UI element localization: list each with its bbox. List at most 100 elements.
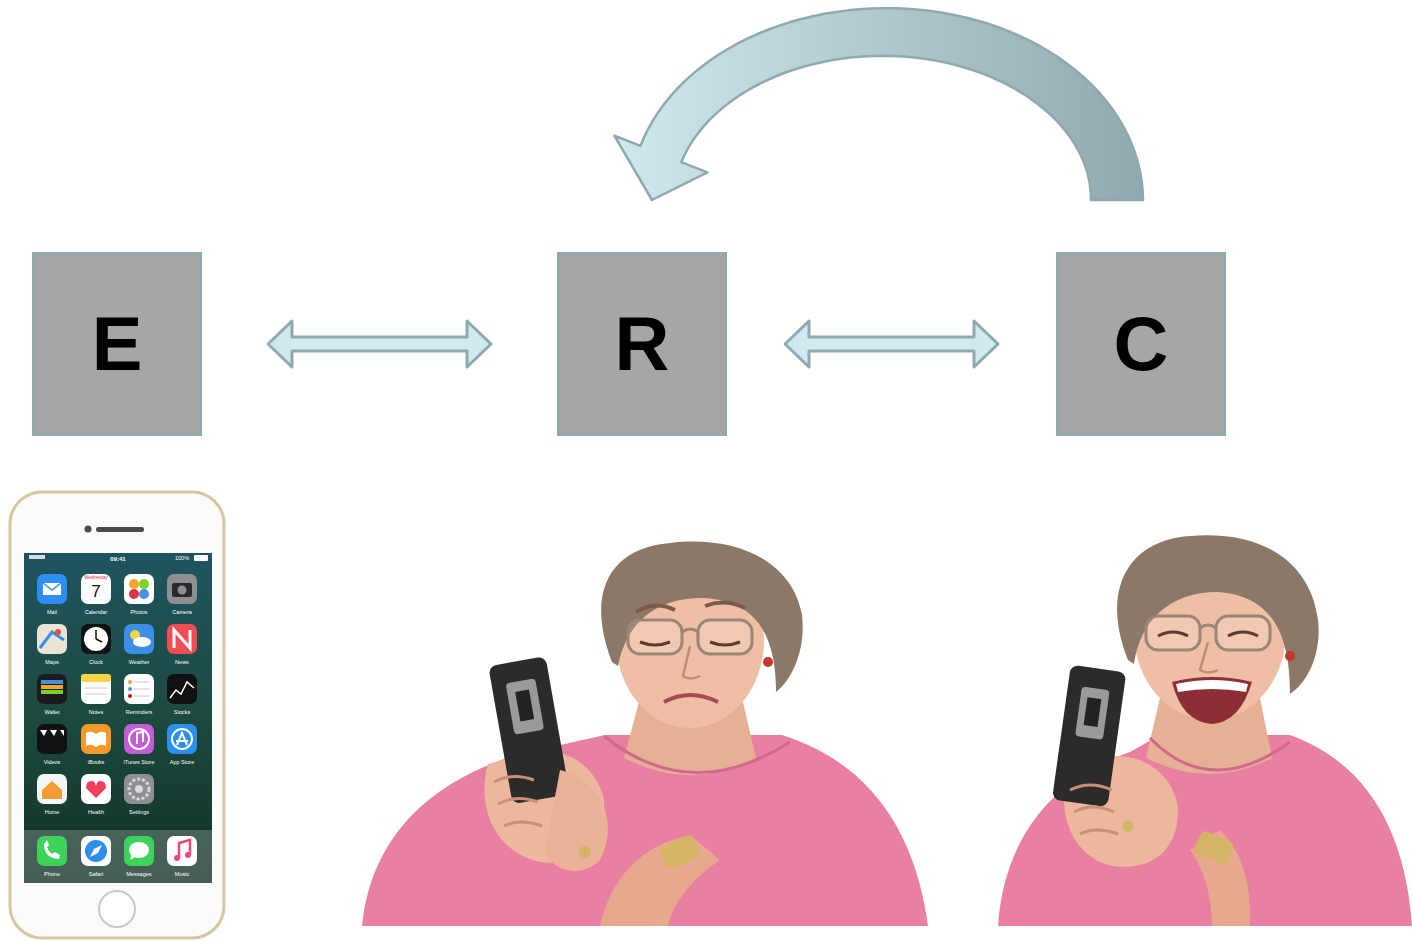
worried-woman-photo-part bbox=[601, 542, 803, 692]
app-icons-part bbox=[129, 779, 149, 799]
app-icons-part bbox=[37, 574, 67, 604]
letter-box: R bbox=[557, 252, 727, 436]
screen-label: Maps bbox=[45, 660, 58, 666]
worried-woman-photo-part bbox=[698, 620, 752, 654]
worried-woman-photo-part-part bbox=[515, 690, 534, 722]
app-icons-part bbox=[81, 624, 111, 654]
app-icons-part bbox=[176, 733, 188, 745]
app-icons-part bbox=[170, 682, 194, 698]
app-icons bbox=[37, 574, 197, 866]
double-arrow bbox=[268, 321, 491, 367]
smartphone-part bbox=[24, 830, 212, 883]
worried-woman-photo-part bbox=[545, 770, 608, 871]
smartphone-part bbox=[29, 555, 45, 559]
app-icons-part bbox=[42, 781, 62, 799]
screen-label: 09:41 bbox=[110, 556, 125, 562]
double-arrow bbox=[785, 321, 998, 367]
app-icons-part bbox=[135, 785, 143, 793]
laughing-woman-photo-part bbox=[1200, 625, 1216, 628]
screen-label: 7 bbox=[91, 583, 100, 600]
laughing-woman-photo-part bbox=[1122, 820, 1134, 832]
app-icons-part bbox=[174, 855, 180, 861]
laughing-woman-photo bbox=[998, 535, 1412, 926]
app-icons-part bbox=[124, 836, 154, 866]
laughing-woman-photo-part bbox=[1176, 680, 1248, 692]
app-icons-part bbox=[81, 774, 111, 804]
smartphone-part bbox=[10, 492, 224, 938]
app-icons-part bbox=[81, 836, 111, 866]
app-icons-part bbox=[172, 729, 192, 749]
screen-label: Music bbox=[175, 872, 189, 878]
app-icons-part bbox=[41, 685, 63, 689]
laughing-woman-photo-part bbox=[1117, 535, 1318, 694]
app-icons-part bbox=[55, 629, 61, 635]
laughing-woman-photo-part bbox=[1150, 738, 1290, 770]
app-icons-part bbox=[139, 579, 149, 589]
curved-arrow bbox=[614, 8, 1143, 200]
app-icons-part bbox=[137, 732, 143, 744]
worried-woman-photo-part bbox=[604, 736, 790, 773]
app-icons-part bbox=[133, 637, 151, 647]
laughing-woman-photo-part bbox=[1200, 642, 1218, 673]
app-icons-part bbox=[167, 624, 197, 654]
letter-box: E bbox=[32, 252, 202, 436]
app-icons-part bbox=[81, 574, 111, 604]
app-icons-part bbox=[43, 583, 61, 595]
worried-woman-photo bbox=[362, 542, 928, 926]
smartphone-part bbox=[96, 527, 144, 532]
app-icons-part bbox=[124, 674, 154, 704]
letter-box: C bbox=[1056, 252, 1226, 436]
app-icons-part bbox=[167, 836, 197, 866]
screen-label: Messages bbox=[126, 872, 151, 878]
app-icons-part bbox=[185, 852, 191, 858]
screen-label: Health bbox=[88, 810, 104, 816]
worried-woman-photo-part bbox=[628, 620, 682, 654]
worried-woman-photo-part bbox=[659, 834, 702, 871]
app-icons-part bbox=[124, 724, 154, 754]
screen-label: News bbox=[175, 660, 189, 666]
laughing-woman-photo-part bbox=[1172, 677, 1252, 724]
screen-label: Videos bbox=[44, 760, 61, 766]
app-icons-part bbox=[124, 624, 154, 654]
app-icons-part bbox=[172, 583, 192, 597]
app-icons-part bbox=[129, 579, 139, 589]
app-icons-part bbox=[81, 674, 111, 682]
app-icons-part bbox=[129, 729, 149, 749]
screen-label: App Store bbox=[170, 760, 194, 766]
laughing-woman-photo-part-part bbox=[1084, 697, 1102, 727]
app-icons-part bbox=[40, 730, 64, 736]
screen-label: Calendar bbox=[85, 610, 107, 616]
app-icons-part bbox=[129, 589, 139, 599]
app-icons-part bbox=[128, 680, 132, 684]
app-icons-part bbox=[37, 836, 67, 866]
app-icons-part bbox=[41, 690, 63, 694]
app-icons-part bbox=[37, 774, 67, 804]
worried-woman-photo-part bbox=[664, 695, 718, 702]
screen-label: Camera bbox=[172, 610, 192, 616]
app-icons-part bbox=[167, 574, 197, 604]
app-icons-part bbox=[178, 586, 187, 595]
worried-woman-photo-part bbox=[763, 657, 773, 667]
laughing-woman-photo-part bbox=[1158, 632, 1258, 636]
screen-label: Mail bbox=[47, 610, 57, 616]
screen-label: Wednesday bbox=[84, 576, 108, 581]
smartphone-part bbox=[99, 891, 135, 927]
worried-woman-photo-part bbox=[488, 656, 569, 804]
app-icons-part bbox=[134, 682, 150, 696]
app-icons-part bbox=[40, 632, 64, 648]
app-icons-part bbox=[81, 724, 111, 754]
screen-label: Safari bbox=[89, 872, 103, 878]
app-icons-part bbox=[37, 624, 67, 654]
app-icons-part bbox=[41, 680, 63, 684]
screen-label: 100% bbox=[175, 556, 189, 562]
app-icons-part bbox=[86, 781, 106, 798]
screen-label: Clock bbox=[89, 660, 103, 666]
screen-label: Stocks bbox=[174, 710, 191, 716]
worried-woman-photo-part bbox=[683, 646, 700, 679]
app-icons-part bbox=[37, 674, 67, 704]
worried-woman-photo-part bbox=[682, 629, 698, 632]
